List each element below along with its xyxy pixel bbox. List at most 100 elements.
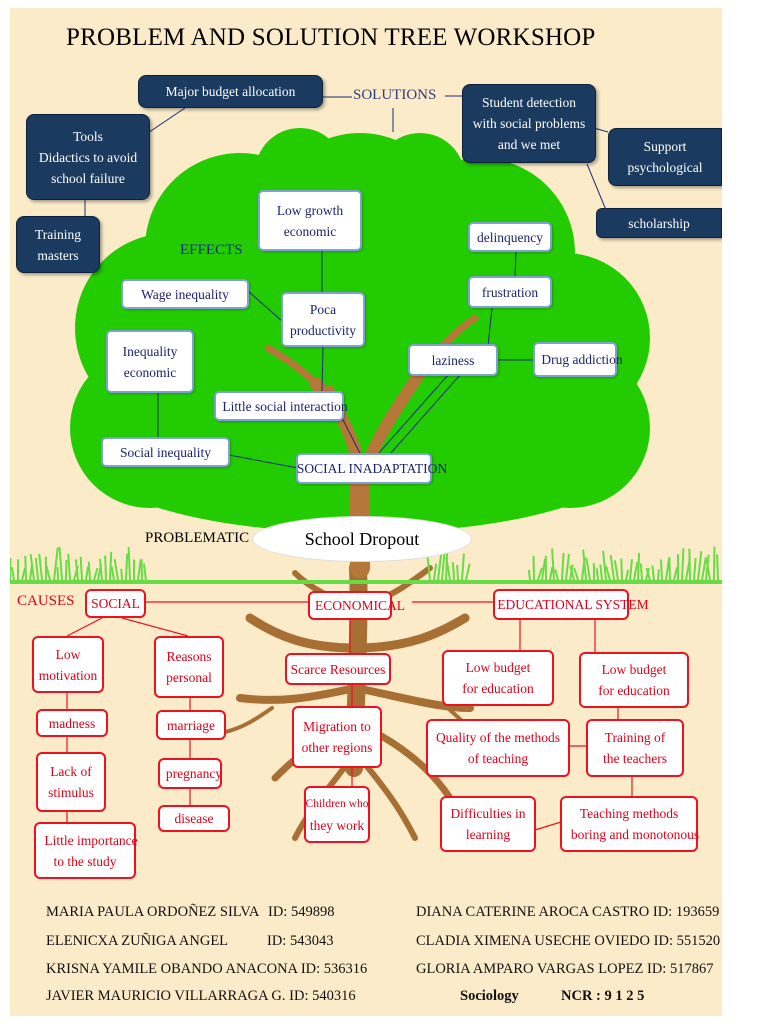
effect-drug-addiction: Drug addiction xyxy=(533,342,623,377)
cause-reasons-personal-line: personal xyxy=(166,670,212,685)
cause-teaching-methods: Teaching methods boring and monotonous xyxy=(560,796,699,852)
cause-educational-text: EDUCATIONAL SYSTEM xyxy=(497,597,649,612)
causes-label: CAUSES xyxy=(17,593,75,609)
grass-blade xyxy=(554,569,559,581)
member-id: ID: 543043 xyxy=(267,933,334,949)
cause-migration-line: other regions xyxy=(301,740,373,755)
grass-blade xyxy=(74,559,79,581)
team-member: DIANA CATERINE AROCA CASTRO ID: 193659 xyxy=(416,904,719,921)
cause-little-importance-line: to the study xyxy=(53,853,117,869)
grass-blade xyxy=(716,554,719,581)
solution-major-budget-text: Major budget allocation xyxy=(165,84,296,99)
effect-low-growth-line: economic xyxy=(283,223,337,239)
grass-blade xyxy=(85,566,90,581)
solution-scholarship-text: scholarship xyxy=(628,215,690,231)
grass-blade xyxy=(569,565,575,581)
cause-disease: disease xyxy=(158,805,230,832)
grass-blade xyxy=(651,565,655,581)
member-id: ID: 551520 xyxy=(653,933,721,949)
cause-low-motivation-line: motivation xyxy=(38,667,98,683)
grass-blade xyxy=(541,558,546,581)
cause-little-importance-line: Little importance xyxy=(44,832,138,848)
cause-migration-line: Migration to xyxy=(303,719,371,734)
team-member: GLORIA AMPARO VARGAS LOPEZ ID: 517867 xyxy=(416,961,713,978)
effect-social-inequality-text: Social inequality xyxy=(119,444,212,460)
grass-blade xyxy=(660,559,663,581)
grass-blade xyxy=(142,563,147,581)
grass-blade xyxy=(585,557,591,581)
solution-scholarship: scholarship xyxy=(596,208,722,238)
effect-little-social-text: Little social interaction xyxy=(222,398,348,414)
grass-blade xyxy=(21,567,26,581)
course-ncr: NCR : 9 1 2 5 xyxy=(561,988,645,1004)
member-name: ELENICXA ZUÑIGA ANGEL xyxy=(46,933,229,949)
solution-support-line: Support xyxy=(643,139,687,154)
cause-low-motivation-line: Low xyxy=(55,646,81,662)
grass-blade xyxy=(697,550,703,581)
grass-blade xyxy=(456,564,459,581)
grass-blade xyxy=(537,567,543,581)
team-member: MARIA PAULA ORDOÑEZ SILVA xyxy=(46,904,259,921)
grass-blade xyxy=(527,569,531,581)
effect-laziness-text: laziness xyxy=(431,352,475,368)
grass-blade xyxy=(599,564,603,581)
grass-blade xyxy=(639,563,643,581)
cause-low-budget-line: Low budget xyxy=(601,662,667,677)
solution-tools-line: Didactics to avoid xyxy=(38,149,138,165)
team-member: CLADIA XIMENA USECHE OVIEDO ID: 551520 xyxy=(416,933,720,950)
member-id: ID: 549898 xyxy=(268,904,335,920)
grass-blade xyxy=(637,552,641,581)
solution-support: Support psychological xyxy=(608,128,722,186)
member-name: DIANA CATERINE AROCA CASTRO xyxy=(416,904,650,920)
grass-blade xyxy=(433,563,438,581)
grass-blade xyxy=(29,554,35,581)
cause-economical-text: ECONOMICAL xyxy=(315,598,405,613)
effect-poca-productivity: Poca productivity xyxy=(281,292,365,347)
grass-blade xyxy=(629,559,633,581)
cause-educational-system: EDUCATIONAL SYSTEM xyxy=(493,589,649,620)
cause-pregnancy-text: pregnancy xyxy=(165,766,223,781)
effect-frustration: frustration xyxy=(468,276,552,308)
cause-low-budget-1: Low budget for education xyxy=(442,650,554,706)
grass-blade xyxy=(45,565,51,581)
page-title: PROBLEM AND SOLUTION TREE WORKSHOP xyxy=(66,24,596,51)
grass-blade xyxy=(38,553,43,581)
team-member: KRISNA YAMILE OBANDO ANACONA ID: 536316 xyxy=(46,961,367,978)
grass-blade xyxy=(701,556,707,581)
grass-blade xyxy=(58,546,63,581)
grass-blade xyxy=(113,559,119,581)
grass-blade xyxy=(645,567,651,581)
grass-blade xyxy=(602,550,607,581)
grass-blade xyxy=(657,569,660,581)
cause-training-teachers: Training of the teachers xyxy=(586,719,684,777)
effect-social-inadaptation: SOCIAL INADAPTATION xyxy=(296,453,447,484)
grass-blade xyxy=(609,554,615,581)
solution-training-line: masters xyxy=(37,247,79,263)
grass-blade xyxy=(87,561,91,581)
grass-blade xyxy=(137,559,142,581)
cause-pregnancy: pregnancy xyxy=(158,758,222,789)
grass-blade xyxy=(93,567,99,581)
solution-major-budget: Major budget allocation xyxy=(138,75,323,108)
cause-social: SOCIAL xyxy=(85,589,146,618)
cause-scarce-text: Scarce Resources xyxy=(290,661,386,677)
grass-blade xyxy=(633,561,639,581)
grass-blade xyxy=(451,562,455,581)
member-name: MARIA PAULA ORDOÑEZ SILVA xyxy=(46,904,260,920)
cause-quality-methods: Quality of the methods of teaching xyxy=(426,719,570,777)
grass-blade xyxy=(445,556,451,581)
grass-blade xyxy=(565,554,570,581)
cause-lines xyxy=(66,601,633,831)
cause-low-budget-line: Low budget xyxy=(465,660,531,675)
effect-low-growth: Low growth economic xyxy=(258,190,362,251)
grass-blade xyxy=(688,548,691,581)
member-id: ID: 193659 xyxy=(652,904,720,920)
grass-blade xyxy=(561,552,565,581)
cause-lack-stimulus-line: Lack of xyxy=(50,764,92,779)
effect-wage-inequality-text: Wage inequality xyxy=(141,286,229,302)
cause-reasons-personal: Reasons personal xyxy=(154,636,224,698)
effect-poca-line: productivity xyxy=(290,322,356,338)
grass-blade xyxy=(109,551,113,581)
solution-student-detection: Student detection with social problems a… xyxy=(462,84,596,163)
effect-inequality-economic: Inequality economic xyxy=(106,330,194,393)
